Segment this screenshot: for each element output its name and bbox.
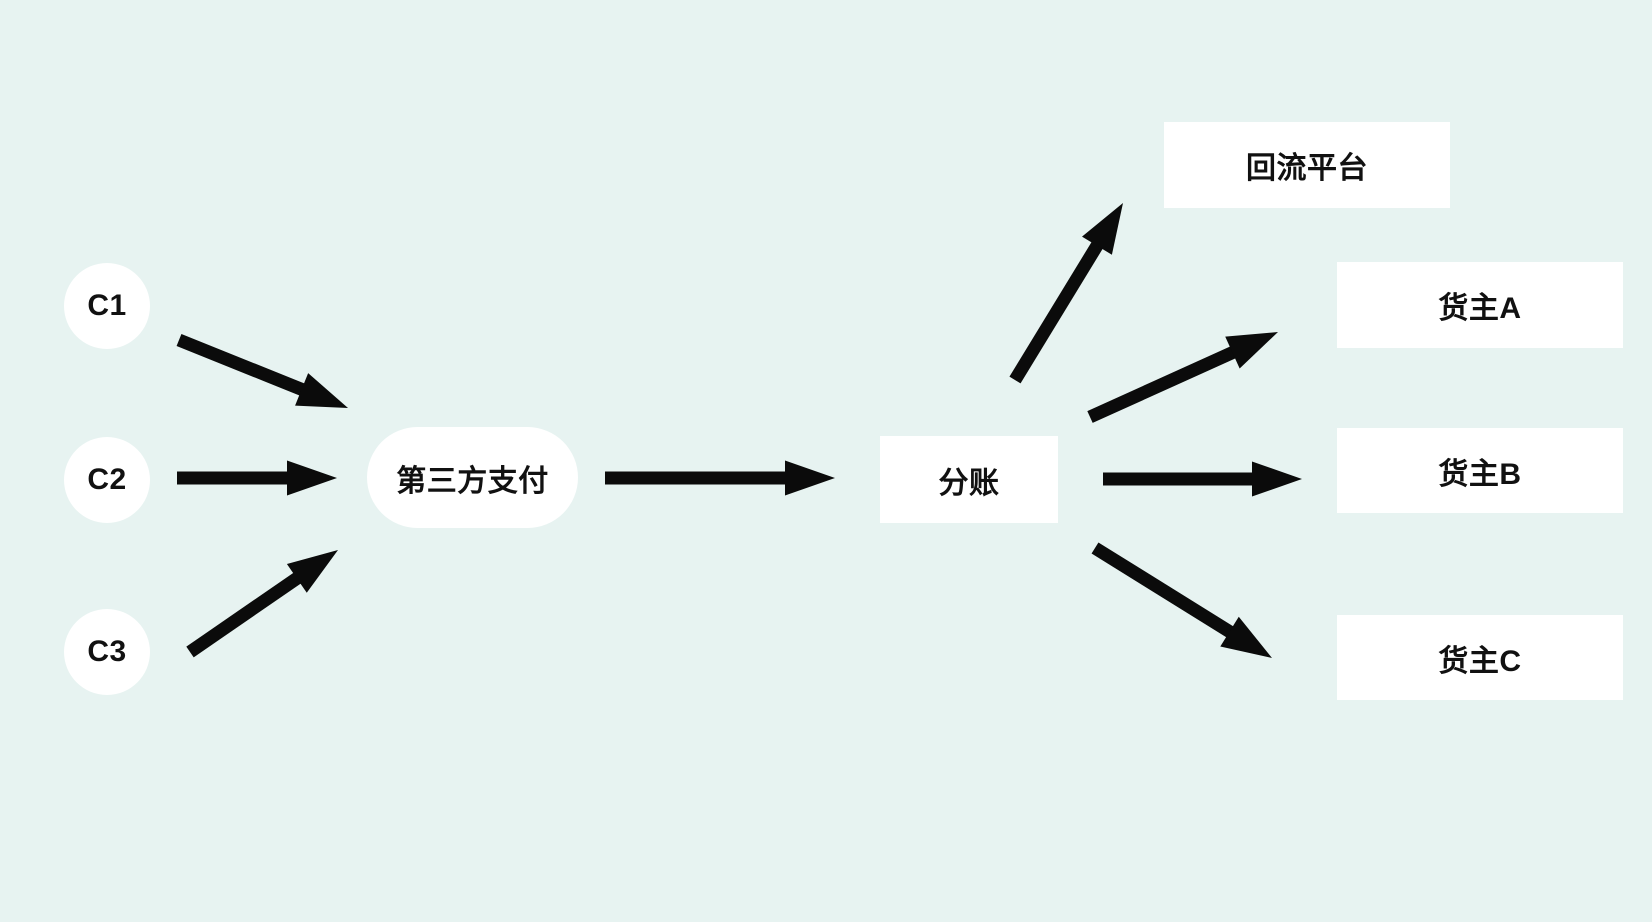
edge-split-to-ownerC xyxy=(1091,542,1272,658)
edge-arrowhead xyxy=(1225,332,1278,369)
edge-c3-to-payment xyxy=(186,550,338,658)
edge-arrowhead xyxy=(1082,203,1123,255)
node-third-party-payment: 第三方支付 xyxy=(367,427,578,528)
edge-payment-to-split xyxy=(605,460,835,496)
edge-arrowhead xyxy=(785,460,835,496)
edge-shaft xyxy=(1009,238,1105,384)
node-cargo-owner-c-label: 货主C xyxy=(1438,644,1522,678)
node-split-ledger: 分账 xyxy=(880,436,1058,523)
node-c1-label: C1 xyxy=(87,289,127,322)
edge-arrowhead xyxy=(286,550,338,593)
edge-arrowhead xyxy=(295,373,348,408)
node-cargo-owner-b: 货主B xyxy=(1337,428,1623,513)
edge-split-to-ownerB xyxy=(1103,461,1302,497)
edge-split-to-ownerA xyxy=(1087,332,1278,423)
node-split-ledger-label: 分账 xyxy=(938,466,1000,500)
edge-shaft xyxy=(186,570,304,658)
node-third-party-payment-label: 第三方支付 xyxy=(396,464,549,498)
edge-split-to-platform xyxy=(1009,203,1123,384)
node-reflow-platform: 回流平台 xyxy=(1164,122,1450,208)
node-cargo-owner-c: 货主C xyxy=(1337,615,1623,700)
edge-arrowhead xyxy=(1220,616,1272,658)
node-c3: C3 xyxy=(64,609,150,695)
edge-c2-to-payment xyxy=(177,460,337,496)
edge-c1-to-payment xyxy=(176,333,348,408)
node-c2: C2 xyxy=(64,437,150,523)
edge-shaft xyxy=(1087,345,1239,423)
edge-arrowhead xyxy=(287,460,337,496)
edge-shaft xyxy=(1091,542,1237,640)
node-cargo-owner-b-label: 货主B xyxy=(1438,457,1522,491)
node-reflow-platform-label: 回流平台 xyxy=(1246,152,1368,185)
node-c3-label: C3 xyxy=(87,635,127,668)
edge-shaft xyxy=(176,333,308,397)
node-cargo-owner-a: 货主A xyxy=(1337,262,1623,348)
edge-arrowhead xyxy=(1252,461,1302,497)
node-cargo-owner-a-label: 货主A xyxy=(1438,292,1522,325)
node-c1: C1 xyxy=(64,263,150,349)
node-c2-label: C2 xyxy=(87,463,127,496)
